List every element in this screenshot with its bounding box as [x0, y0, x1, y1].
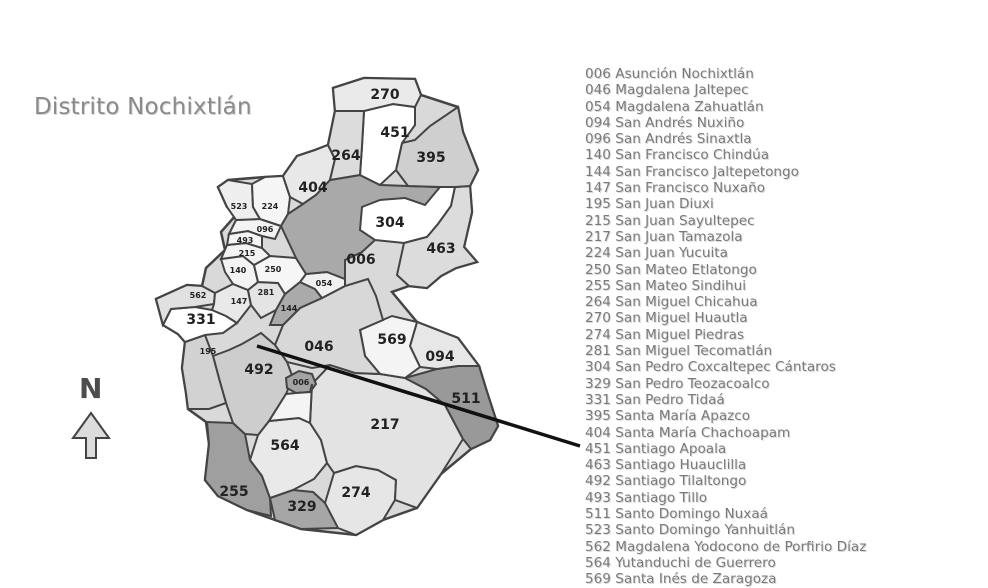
label-054: 054 [316, 279, 333, 288]
label-195: 195 [200, 347, 217, 356]
label-144: 144 [281, 304, 298, 313]
legend-item: 250 San Mateo Etlatongo [585, 261, 757, 278]
legend-item: 451 Santiago Apoala [585, 440, 727, 457]
label-215: 215 [239, 249, 256, 258]
label-511: 511 [451, 391, 480, 407]
legend-item: 564 Yutanduchi de Guerrero [585, 554, 776, 571]
legend-item: 046 Magdalena Jaltepec [585, 82, 749, 99]
legend-item: 281 San Miguel Tecomatlán [585, 343, 773, 360]
legend-item: 395 Santa María Apazco [585, 408, 751, 425]
label-094: 094 [425, 349, 454, 365]
legend-item: 264 San Miguel Chicahua [585, 294, 758, 311]
legend-item: 006 Asunción Nochixtlán [585, 66, 754, 82]
label-006-large: 006 [346, 252, 375, 268]
region-270 [331, 76, 423, 112]
label-331: 331 [186, 312, 215, 328]
label-562: 562 [190, 291, 207, 300]
label-274: 274 [341, 485, 370, 501]
label-463: 463 [426, 241, 455, 257]
region-264 [326, 110, 366, 182]
label-492: 492 [244, 362, 273, 378]
map-title: Distrito Nochixtlán [34, 94, 252, 120]
municipality-legend: 006 Asunción Nochixtlán 046 Magdalena Ja… [585, 66, 975, 588]
nochixtlan-district-map: Distrito Nochixtlán [34, 66, 866, 587]
legend-item: 523 Santo Domingo Yanhuitlán [585, 522, 795, 539]
label-255: 255 [219, 484, 248, 500]
region-395 [394, 105, 480, 188]
legend-item: 224 San Juan Yucuita [585, 245, 728, 262]
legend-item: 270 San Miguel Huautla [585, 310, 748, 327]
legend-item: 493 Santiago Tillo [585, 489, 708, 506]
label-404: 404 [298, 180, 327, 196]
label-395: 395 [416, 150, 445, 166]
region-463 [395, 184, 479, 290]
label-270: 270 [370, 87, 399, 103]
compass-north-label: N [79, 372, 102, 405]
label-217: 217 [370, 417, 399, 433]
legend-item: 147 San Francisco Nuxaño [585, 180, 766, 197]
label-224: 224 [262, 202, 279, 211]
legend-item: 562 Magdalena Yodocono de Porfirio Díaz [585, 538, 867, 555]
label-304: 304 [375, 215, 404, 231]
legend-item: 217 San Juan Tamazola [585, 228, 743, 245]
region-strip-white [267, 383, 313, 425]
pointer-line [256, 344, 581, 448]
legend-item: 329 San Pedro Teozacoalco [585, 375, 770, 392]
region-006-small [284, 369, 318, 395]
legend-item: 255 San Mateo Sindihui [585, 277, 746, 294]
label-329: 329 [287, 499, 316, 515]
label-264: 264 [331, 148, 360, 164]
district-map-svg: 270 451 264 395 404 523 224 096 493 215 … [71, 76, 581, 537]
label-569: 569 [377, 332, 406, 348]
legend-item: 094 San Andrés Nuxiño [585, 114, 745, 131]
legend-item: 140 San Francisco Chindúa [585, 147, 770, 164]
region-250 [252, 254, 308, 296]
municipality-labels: 270 451 264 395 404 523 224 096 493 215 … [186, 87, 480, 515]
legend-item: 331 San Pedro Tidaá [585, 391, 725, 408]
label-564: 564 [270, 438, 299, 454]
legend-item: 274 San Miguel Piedras [585, 326, 745, 343]
label-523: 523 [231, 202, 248, 211]
label-281: 281 [258, 288, 275, 297]
legend-item: 144 San Francisco Jaltepetongo [585, 163, 799, 180]
label-096: 096 [257, 225, 274, 234]
north-arrow-icon [71, 411, 111, 459]
legend-item: 096 San Andrés Sinaxtla [585, 131, 752, 148]
label-147: 147 [231, 297, 248, 306]
legend-item: 463 Santiago Huauclilla [585, 457, 747, 474]
label-046: 046 [304, 339, 333, 355]
label-250: 250 [265, 265, 282, 274]
legend-item: 215 San Juan Sayultepec [585, 212, 755, 229]
legend-item: 404 Santa María Chachoapam [585, 424, 791, 441]
legend-item: 492 Santiago Tilaltongo [585, 473, 747, 490]
legend-item: 511 Santo Domingo Nuxaá [585, 506, 768, 523]
legend-item: 569 Santa Inés de Zaragoza [585, 571, 777, 588]
legend-item: 195 San Juan Diuxi [585, 196, 714, 213]
label-451: 451 [380, 125, 409, 141]
label-006-small: 006 [293, 378, 310, 387]
legend-item: 054 Magdalena Zahuatlán [585, 98, 764, 115]
legend-item: 304 San Pedro Coxcaltepec Cántaros [585, 359, 836, 376]
label-140: 140 [230, 266, 247, 275]
label-493: 493 [237, 236, 254, 245]
